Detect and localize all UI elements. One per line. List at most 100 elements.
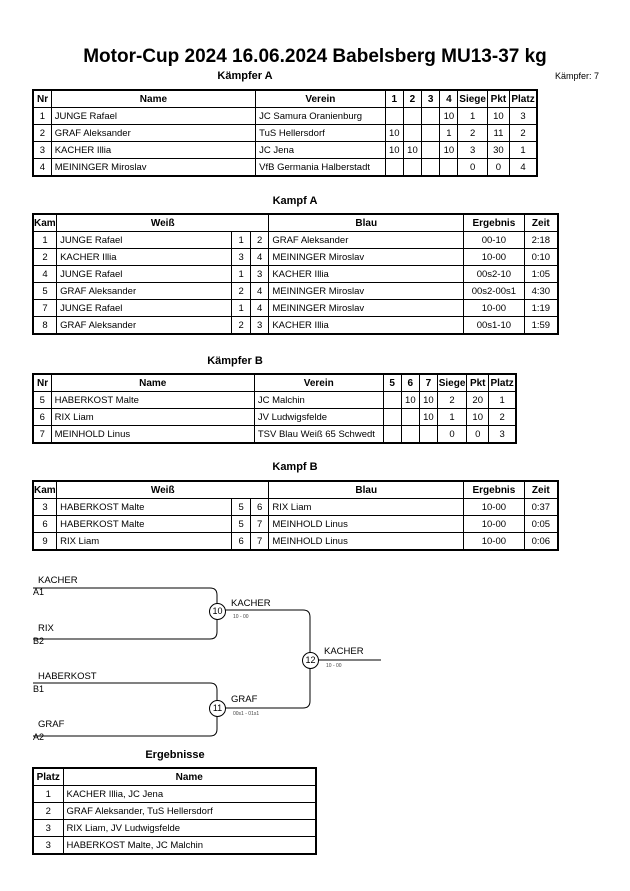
table-cell: MEININGER Miroslav <box>268 248 465 266</box>
table-cell <box>400 425 420 444</box>
table-cell: RIX Liam <box>56 532 233 551</box>
table-cell: 2:18 <box>523 231 559 249</box>
table-cell: 5 <box>231 498 251 516</box>
table-cell: 7 <box>32 299 58 317</box>
table-cell: 4 <box>509 158 538 177</box>
table-cell: MEININGER Miroslav <box>268 282 465 300</box>
table-cell: 3 <box>488 425 517 444</box>
table-cell: 5 <box>32 282 58 300</box>
table-cell: 10 <box>439 107 459 125</box>
table-cell <box>382 391 402 409</box>
table-cell: 2 <box>436 391 468 409</box>
table-cell: GRAF Aleksander, TuS Hellersdorf <box>62 802 317 820</box>
table-cell: JC Samura Oranienburg <box>255 107 386 125</box>
fights-b-table: Kampf Weiß Blau Ergebnis Zeit 3HABERKOST… <box>32 480 559 551</box>
table-cell: VfB Germania Halberstadt <box>255 158 386 177</box>
table-cell: 3 <box>32 819 64 837</box>
table-cell <box>402 107 423 125</box>
table-cell: 2 <box>32 802 64 820</box>
col-zeit: Zeit <box>523 213 559 232</box>
table-cell: GRAF Aleksander <box>56 282 233 300</box>
table-cell: 2 <box>488 408 517 426</box>
col-platz: Platz <box>509 89 538 108</box>
table-cell: 10 <box>384 141 404 159</box>
bracket-s2-top-name: HABERKOST <box>38 671 97 682</box>
fight-11-score: 00s1 - 01s1 <box>233 711 260 717</box>
table-cell: 3 <box>231 248 251 266</box>
table-cell: 2 <box>249 231 270 249</box>
table-cell: 1 <box>231 231 251 249</box>
col-3: 3 <box>421 89 441 108</box>
table-cell: 2 <box>231 316 251 335</box>
col-siege: Siege <box>436 373 468 392</box>
table-cell: MEINHOLD Linus <box>268 532 465 551</box>
table-cell: 0 <box>436 425 468 444</box>
table-cell <box>418 425 438 444</box>
col-pkt: Pkt <box>466 373 490 392</box>
col-blau: Blau <box>268 480 465 499</box>
table-cell: 8 <box>32 316 58 335</box>
table-cell: 6 <box>231 532 251 551</box>
table-cell: GRAF Aleksander <box>50 124 257 142</box>
table-cell: JUNGE Rafael <box>50 107 257 125</box>
col-nr: Nr <box>32 89 52 108</box>
table-cell: KACHER Illia <box>50 141 257 159</box>
table-cell: 1 <box>32 231 58 249</box>
table-cell: 3 <box>249 265 270 283</box>
table-cell: 6 <box>32 408 52 426</box>
table-cell: 0 <box>466 425 490 444</box>
fight-10-score: 10 - 00 <box>233 614 249 620</box>
table-cell: 2 <box>32 248 58 266</box>
table-cell: MEININGER Miroslav <box>50 158 257 177</box>
pool-a-title: Kämpfer A <box>217 70 273 82</box>
bracket-s2-bot-name: GRAF <box>38 719 65 730</box>
table-cell <box>402 158 423 177</box>
table-cell: 00s2-10 <box>463 265 525 283</box>
table-cell: JV Ludwigsfelde <box>253 408 384 426</box>
table-cell: 20 <box>466 391 490 409</box>
bracket-line-semi1 <box>33 587 218 640</box>
table-cell: 1:05 <box>523 265 559 283</box>
table-cell <box>402 124 423 142</box>
table-cell: 7 <box>249 515 270 533</box>
fight-10-winner: KACHER <box>231 598 271 609</box>
table-cell: 2 <box>231 282 251 300</box>
table-cell: 1:19 <box>523 299 559 317</box>
pool-a-table: Nr Name Verein 1 2 3 4 Siege Pkt Platz 1… <box>32 89 538 177</box>
table-cell: 0:05 <box>523 515 559 533</box>
col-pkt: Pkt <box>486 89 511 108</box>
table-cell: JUNGE Rafael <box>56 299 233 317</box>
table-cell: 00s1-10 <box>463 316 525 335</box>
fights-a-title: Kampf A <box>272 195 318 207</box>
col-ergebnis: Ergebnis <box>463 213 525 232</box>
col-6: 6 <box>400 373 420 392</box>
table-cell: TuS Hellersdorf <box>255 124 386 142</box>
table-cell: 10-00 <box>463 532 525 551</box>
table-cell: 7 <box>249 532 270 551</box>
col-2: 2 <box>402 89 423 108</box>
table-cell: RIX Liam <box>268 498 465 516</box>
table-cell: TSV Blau Weiß 65 Schwedt <box>253 425 384 444</box>
table-cell: 1 <box>439 124 459 142</box>
table-cell: 1 <box>32 785 64 803</box>
col-name: Name <box>50 89 257 108</box>
table-cell: 10-00 <box>463 498 525 516</box>
table-cell: 10 <box>439 141 459 159</box>
col-platz: Platz <box>488 373 517 392</box>
table-cell: 1 <box>32 107 52 125</box>
table-cell: HABERKOST Malte, JC Malchin <box>62 836 317 855</box>
table-cell: 3 <box>457 141 488 159</box>
pool-b-header-row: Nr Name Verein 5 6 7 Siege Pkt Platz <box>32 373 517 392</box>
